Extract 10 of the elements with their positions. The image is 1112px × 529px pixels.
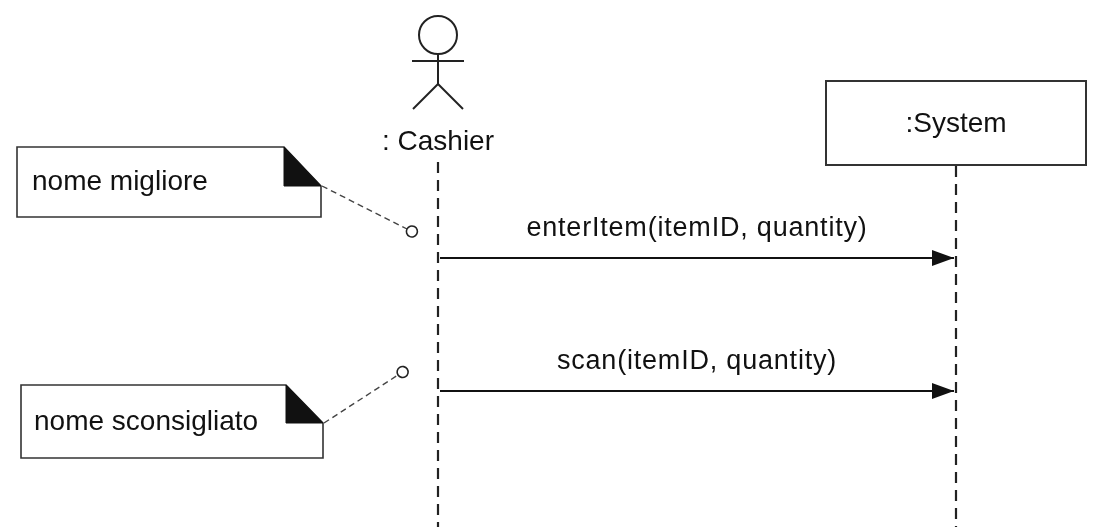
message-arrow xyxy=(439,250,955,266)
note: nome sconsigliato xyxy=(20,384,324,459)
lifeline xyxy=(954,166,958,527)
lifeline xyxy=(436,162,440,527)
note: nome migliore xyxy=(16,146,322,218)
leader-line xyxy=(323,365,409,424)
object-box: :System xyxy=(825,80,1087,166)
message-arrow xyxy=(439,383,955,399)
actor-label: : Cashier xyxy=(382,124,494,158)
leader-line xyxy=(321,185,419,238)
